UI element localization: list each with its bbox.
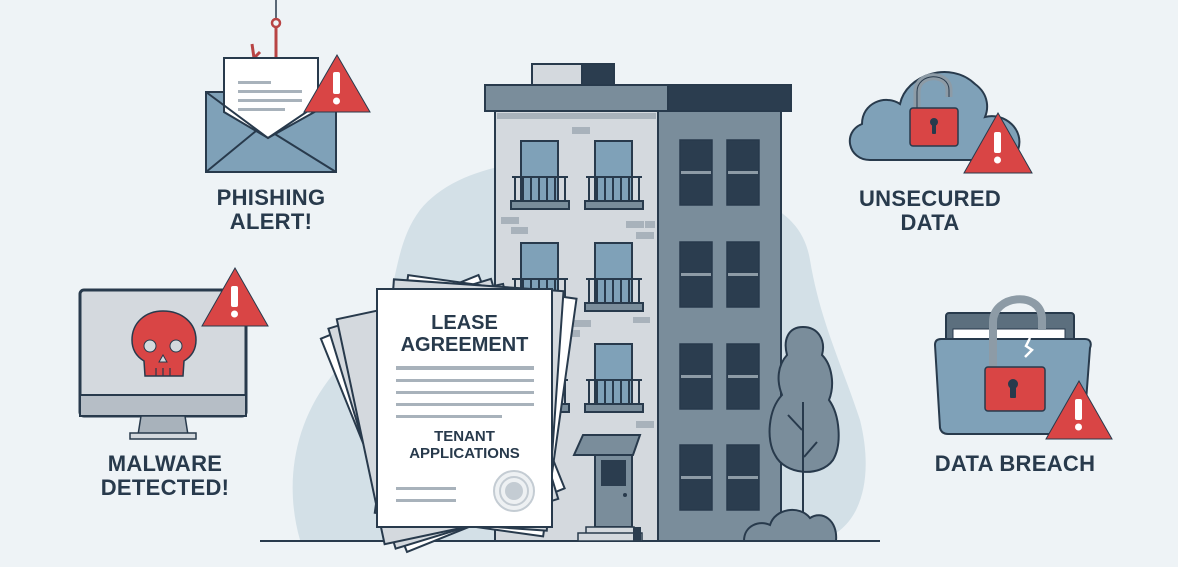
phishing-label-line2: ALERT! <box>229 209 313 234</box>
document-subtitle-line2: APPLICATIONS <box>409 445 520 462</box>
alert-triangle-icon <box>303 54 371 113</box>
phishing-alert-label: PHISHING ALERT! <box>196 186 346 234</box>
front-door <box>572 434 643 542</box>
document-title-line2: AGREEMENT <box>400 334 529 356</box>
document-subtitle: TENANT APPLICATIONS <box>377 428 552 462</box>
unsecured-label-line2: DATA <box>900 210 960 235</box>
document-subtitle-line1: TENANT <box>434 428 495 445</box>
envelope-fishhook-icon <box>205 0 337 173</box>
document-seal-icon <box>493 470 535 512</box>
unsecured-label-line1: UNSECURED <box>858 186 1002 211</box>
alert-triangle-icon <box>1045 379 1113 440</box>
folder-broken-padlock-icon <box>933 295 1092 435</box>
phishing-label-line1: PHISHING <box>216 185 326 210</box>
malware-detected-label: MALWARE DETECTED! <box>80 452 250 500</box>
unsecured-data-label: UNSECURED DATA <box>850 187 1010 235</box>
document-title: LEASE AGREEMENT <box>377 312 552 356</box>
tree <box>768 325 840 520</box>
document-stack <box>319 273 578 554</box>
alert-triangle-icon <box>963 111 1033 174</box>
bush <box>742 509 838 542</box>
breach-label: DATA BREACH <box>934 451 1096 476</box>
malware-label-line1: MALWARE <box>107 451 223 476</box>
document-title-line1: LEASE <box>431 312 498 334</box>
alert-triangle-icon <box>201 266 269 327</box>
data-breach-label: DATA BREACH <box>920 452 1110 476</box>
malware-label-line2: DETECTED! <box>100 475 230 500</box>
